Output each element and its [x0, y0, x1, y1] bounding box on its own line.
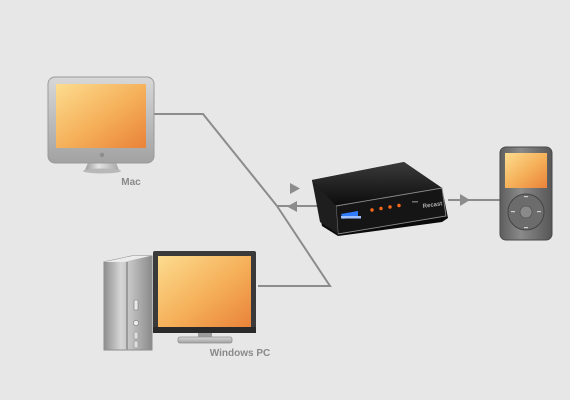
- imac-icon: [47, 76, 155, 174]
- arrow-to-player-icon: [460, 194, 470, 206]
- desktop-pc-icon: [103, 255, 153, 351]
- arrow-group: [287, 183, 470, 212]
- connector-lines: [153, 113, 500, 287]
- mac-label: Mac: [121, 177, 141, 188]
- arrow-right-icon: [290, 183, 300, 194]
- pc-monitor-icon: [153, 251, 256, 344]
- arrow-left-icon: [287, 201, 297, 212]
- mac-to-hub-line: [153, 113, 278, 207]
- hub-brand-label: Recast: [422, 201, 442, 210]
- windows-pc-label: Windows PC: [210, 348, 270, 359]
- pc-to-hub-line: [258, 205, 332, 287]
- portable-media-player-icon: [499, 146, 553, 241]
- media-hub-icon: Recast: [312, 162, 448, 236]
